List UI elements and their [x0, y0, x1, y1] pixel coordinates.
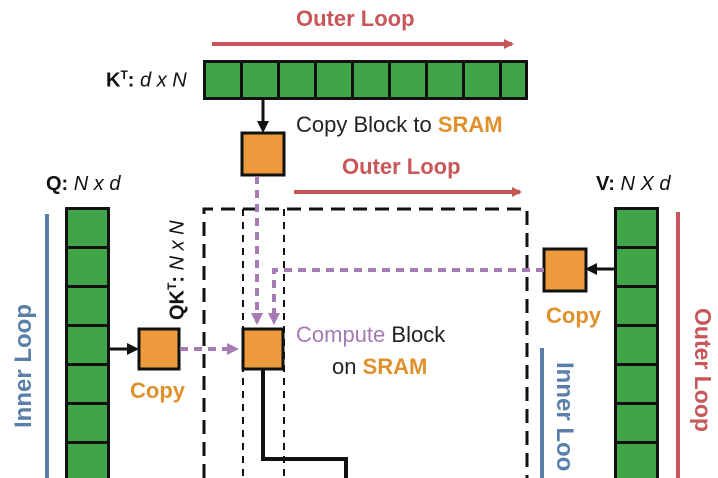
- v-matrix: [614, 207, 659, 478]
- outer-loop-top-label: Outer Loop: [296, 6, 415, 31]
- qkt-matrix-outline: [202, 207, 529, 478]
- copy-left-label: Copy: [130, 378, 185, 403]
- inner-loop-right-label: Inner Loo: [551, 362, 578, 472]
- q-copied-block: [137, 327, 181, 371]
- qkt-dims: N x N: [166, 220, 189, 271]
- qkt-label: QKT: N x N: [165, 220, 189, 320]
- output-path-line: [261, 369, 348, 478]
- outer-loop-mid-label: Outer Loop: [342, 154, 461, 179]
- copy-block-prefix: Copy Block to: [296, 112, 438, 137]
- compute-sram-word: SRAM: [362, 354, 428, 379]
- copy-block-sram: SRAM: [437, 112, 503, 137]
- v-dims: N X d: [620, 173, 671, 195]
- q-name: Q:: [46, 173, 69, 195]
- v-copied-block: [542, 247, 588, 293]
- q-matrix: [65, 207, 110, 478]
- kt-sup: T: [120, 68, 128, 82]
- compute-word: Compute: [296, 322, 386, 347]
- v-name: V:: [596, 173, 615, 195]
- qkt-sup: T: [165, 282, 179, 290]
- kt-name: K: [106, 69, 121, 92]
- kt-copied-block: [240, 131, 286, 177]
- copy-right-label: Copy: [546, 303, 601, 328]
- outer-loop-right-label: Outer Loop: [690, 308, 716, 432]
- inner-loop-left-label: Inner Loop: [10, 304, 37, 428]
- compute-text-line2: on SRAM: [332, 356, 427, 378]
- compute-on-word: on: [332, 354, 363, 379]
- q-dims: N x d: [73, 173, 121, 195]
- compute-text-line1: Compute Block: [296, 324, 445, 346]
- copy-block-to-sram-text: Copy Block to SRAM: [296, 114, 503, 136]
- kt-dims: d x N: [140, 69, 187, 92]
- qkt-name: QK: [166, 290, 189, 320]
- kt-matrix: [203, 60, 528, 100]
- q-label: Q: N x d: [46, 174, 120, 194]
- compute-block-word: Block: [385, 322, 446, 347]
- compute-block: [241, 327, 285, 371]
- v-to-compute-flow: [268, 268, 544, 325]
- v-label: V: N X d: [596, 174, 671, 194]
- kt-label: KT: d x N: [106, 68, 187, 92]
